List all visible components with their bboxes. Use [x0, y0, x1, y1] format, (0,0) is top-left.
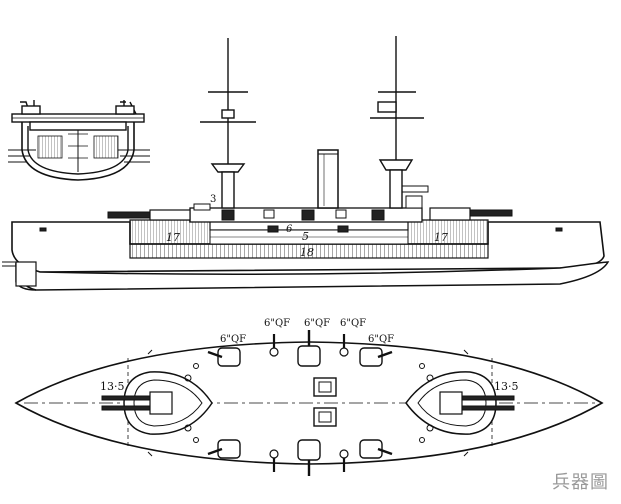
upper-belt-thickness-label: 5: [302, 230, 309, 243]
casemate-thickness-label: 6: [286, 224, 293, 235]
qf-gun-label-top-right: 6"QF: [368, 334, 394, 345]
qf-gun-label-top-center-right: 6"QF: [340, 318, 366, 329]
main-belt-thickness-label: 18: [300, 246, 314, 259]
qf-gun-label-top-center: 6"QF: [304, 318, 330, 329]
stern-belt-thickness-label: 17: [434, 231, 448, 244]
fore-mast: [200, 38, 256, 209]
qf-gun-label-top-left: 6"QF: [220, 334, 246, 345]
side-elevation: [2, 36, 610, 291]
aft-barbette-armour-label: 13·5: [494, 380, 519, 393]
midship-cross-section: [8, 100, 150, 181]
bow-belt-thickness-label: 17: [166, 231, 180, 244]
fore-barbette-armour-label: 13·5: [100, 380, 125, 393]
qf-gun-label-top-center-left: 6"QF: [264, 318, 290, 329]
deck-plan: [14, 330, 604, 476]
funnel: [317, 149, 339, 209]
main-mast: [370, 36, 424, 209]
watermark: 兵器圖: [552, 472, 609, 493]
small-gun-label: 3: [210, 194, 216, 205]
